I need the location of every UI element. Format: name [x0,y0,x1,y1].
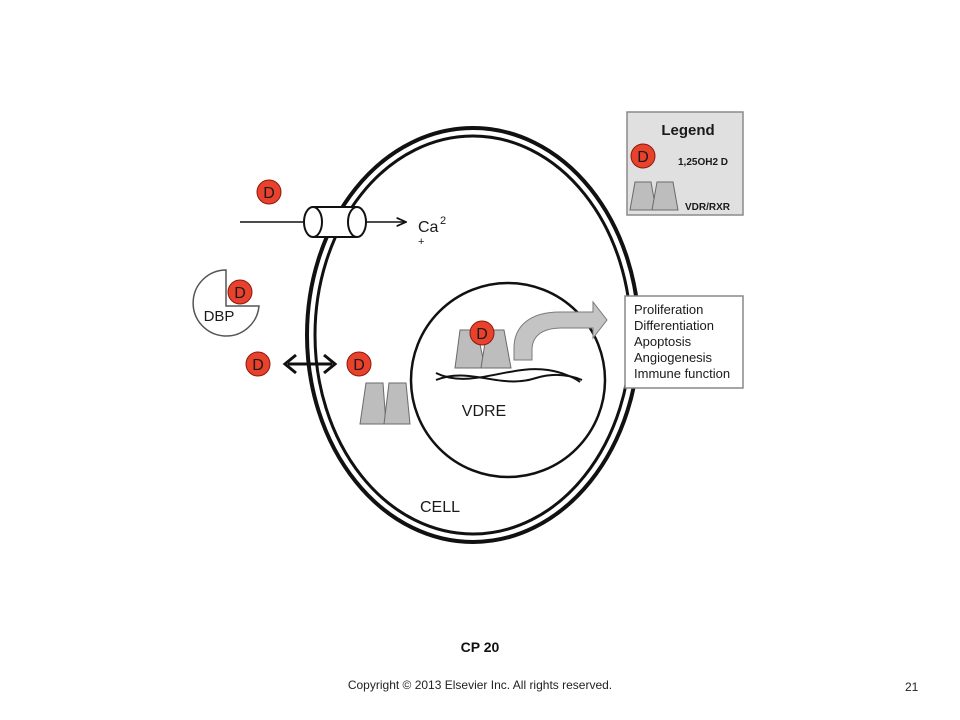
legend-title: Legend [661,122,714,139]
d-molecule-inside: D [346,351,372,377]
cell-label: CELL [420,499,460,516]
svg-text:D: D [353,357,365,374]
legend-box: Legend D 1,25OH2 D VDR/RXR [626,111,744,216]
svg-text:D: D [252,357,264,374]
effect-differentiation: Differentiation [634,318,714,333]
copyright-notice: Copyright © 2013 Elsevier Inc. All right… [347,678,613,692]
bidirectional-arrow [282,353,338,375]
dna-strands [435,368,583,383]
transcription-arrow [513,300,608,361]
effect-angiogenesis: Angiogenesis [634,350,713,365]
svg-text:2: 2 [440,215,446,227]
vdre-label: VDRE [462,403,506,420]
dbp-label: DBP [204,308,235,325]
vdr-rxr-receptor-cytoplasm [359,382,411,425]
d-molecule-channel: D [256,179,282,205]
svg-text:+: + [418,236,424,248]
dbp-binding-protein: DBP [192,269,260,337]
legend-vdr-rxr-icon [629,181,679,211]
d-molecule-nucleus: D [469,320,495,346]
calcium-channel [240,206,406,238]
d-molecule-dbp: D [227,279,253,305]
svg-text:D: D [476,326,488,343]
calcium-ion-label: Ca 2 + [418,215,446,248]
svg-text:D: D [637,149,649,166]
svg-text:D: D [263,185,275,202]
effects-box: Proliferation Differentiation Apoptosis … [624,295,744,389]
effect-immune-function: Immune function [634,366,730,381]
legend-vdr-label: VDR/RXR [685,202,731,213]
svg-text:Ca: Ca [418,219,439,236]
effect-proliferation: Proliferation [634,302,703,317]
page-number: 21 [905,680,919,694]
svg-text:D: D [234,285,246,302]
effect-apoptosis: Apoptosis [634,334,692,349]
slide-caption: CP 20 [460,639,500,655]
d-molecule-outside: D [245,351,271,377]
legend-d-molecule: D [630,143,656,169]
legend-d-label: 1,25OH2 D [678,157,728,168]
